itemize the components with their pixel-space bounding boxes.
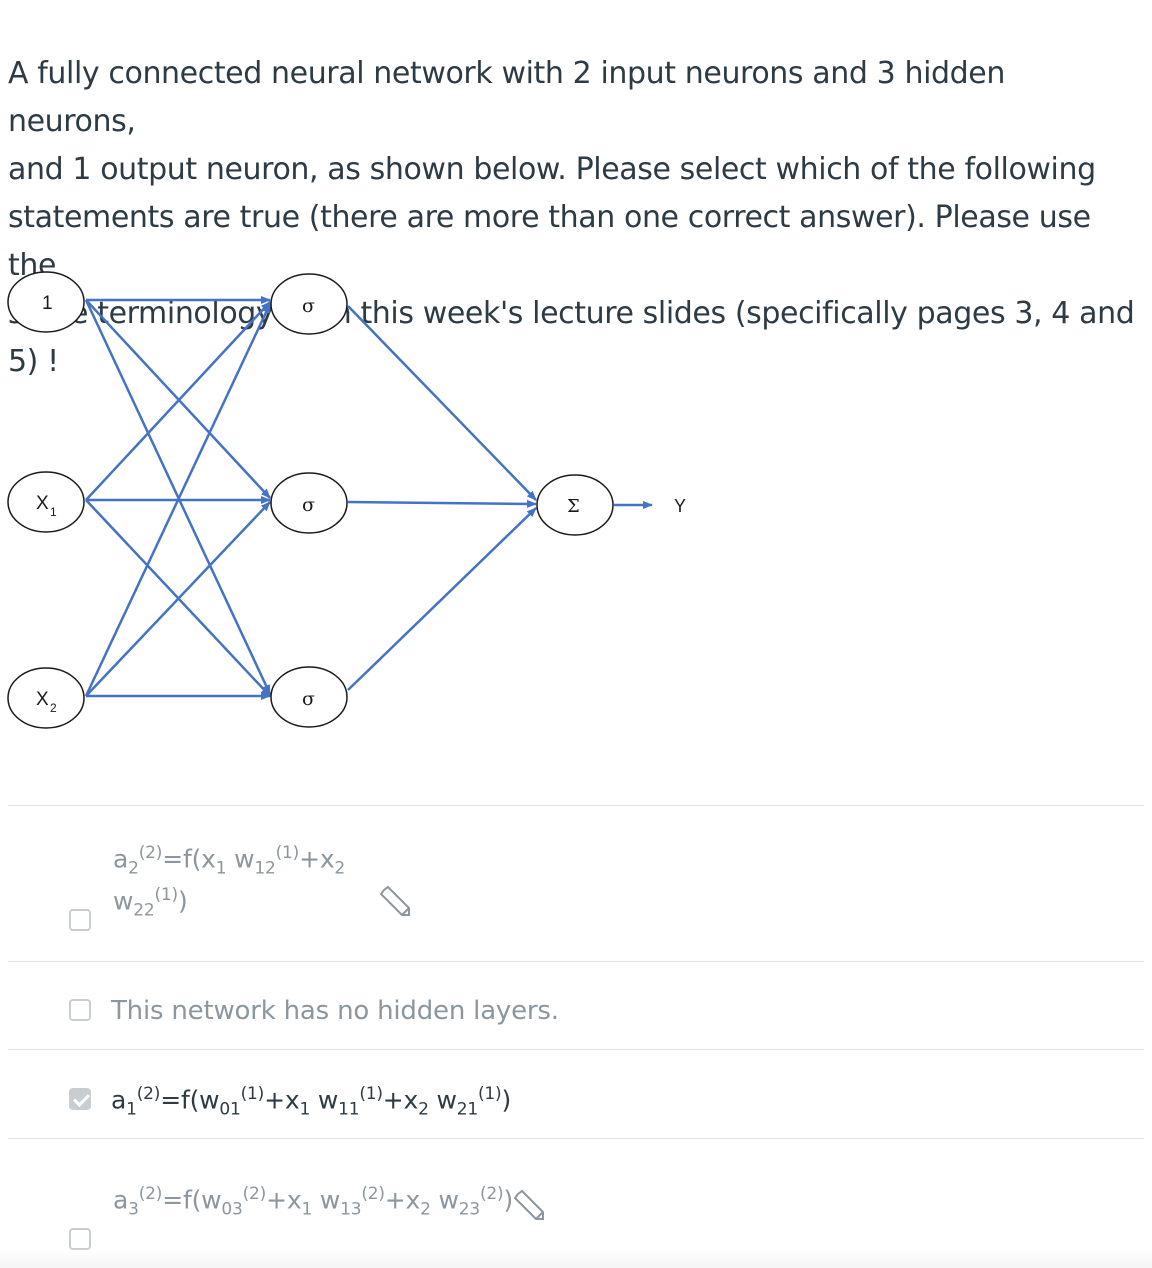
input-node — [7, 271, 85, 333]
question-line: and 1 output neuron, as shown below. Ple… — [8, 152, 1096, 187]
answer-option-2-label: This network has no hidden layers. — [111, 996, 559, 1026]
answer-option-4-label: a3(2)=f(w03(2)+x1 w13(2)+x2 w23(2)) — [113, 1184, 514, 1220]
hidden-node-label: σ — [302, 688, 315, 710]
input-node — [7, 471, 85, 533]
hidden-node — [270, 666, 348, 728]
network-edges — [84, 296, 653, 700]
input-nodes: 1 X 1 X 2 — [7, 271, 85, 729]
edge — [85, 301, 271, 501]
answer-option-3-label: a1(2)=f(w01(1)+x1 w11(1)+x2 w21(1)) — [111, 1084, 512, 1120]
divider — [8, 1049, 1144, 1050]
input-node-label: 1 — [42, 293, 53, 314]
answer-option-1-checkbox[interactable] — [69, 909, 91, 931]
question-line: A fully connected neural network with 2 … — [8, 56, 1005, 139]
input-node — [7, 667, 85, 729]
answer-option-3-checkbox[interactable] — [69, 1088, 91, 1110]
scroll-fade — [0, 1248, 1152, 1268]
output-node-group: Σ Y — [536, 474, 686, 536]
pencil-icon[interactable] — [378, 884, 412, 918]
answer-option-1-label: a2(2)=f(x1 w12(1)+x2 — [113, 843, 346, 879]
output-node — [536, 474, 614, 536]
edge — [85, 299, 271, 499]
hidden-node-label: σ — [302, 295, 315, 317]
edge — [347, 507, 537, 691]
hidden-nodes: σ σ σ — [270, 273, 348, 728]
hidden-node — [270, 273, 348, 335]
edge — [84, 299, 272, 695]
question-line: same terminology as in this week's lectu… — [8, 296, 1135, 379]
output-node-label: Σ — [567, 496, 580, 517]
answer-option-2-checkbox[interactable] — [69, 999, 91, 1021]
answer-option-1-label-line2: w22(1)) — [113, 885, 188, 921]
neural-network-diagram: 1 X 1 X 2 σ σ σ Σ Y — [7, 271, 686, 729]
pencil-icon[interactable] — [512, 1188, 546, 1222]
divider — [8, 961, 1144, 962]
output-label: Y — [674, 496, 686, 516]
edge — [347, 499, 537, 508]
divider — [8, 1138, 1144, 1139]
hidden-node — [270, 472, 348, 534]
input-node-subscript: 1 — [50, 505, 57, 519]
divider — [8, 805, 1144, 806]
question-text: A fully connected neural network with 2 … — [8, 50, 1138, 386]
input-node-label: X — [36, 689, 49, 710]
edge — [347, 305, 537, 501]
answer-option-4-checkbox[interactable] — [69, 1228, 91, 1250]
edge — [84, 303, 272, 697]
input-node-subscript: 2 — [50, 701, 57, 715]
edge — [85, 501, 271, 697]
input-node-label: X — [36, 493, 49, 514]
hidden-node-label: σ — [302, 494, 315, 516]
